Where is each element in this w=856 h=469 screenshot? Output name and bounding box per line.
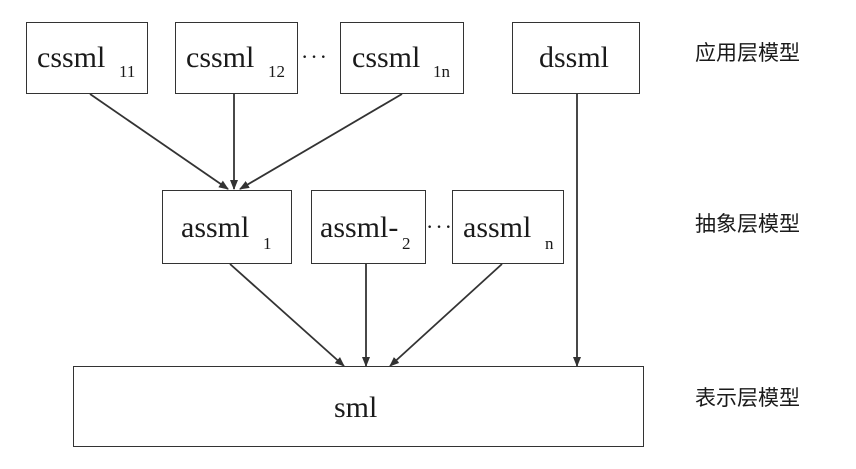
cssml-1n-box: cssml 1n <box>340 22 464 94</box>
cssml-12-box: cssml 12 <box>175 22 298 94</box>
presentation-layer-label: 表示层模型 <box>695 386 800 410</box>
dssml-label: dssml <box>539 41 610 74</box>
cssml-12-label: cssml <box>186 41 255 74</box>
assml-1-box: assml 1 <box>162 190 292 264</box>
cssml-12-subscript: 12 <box>268 62 285 81</box>
assml-2-label: assml- <box>320 211 399 244</box>
arrow-cssml11-to-assml1 <box>89 93 229 190</box>
arrow-cssml1n-to-assml1 <box>239 93 403 190</box>
abstract-ellipsis: ··· <box>426 214 454 239</box>
arrow-assmln-to-sml <box>389 263 503 367</box>
sml-label: sml <box>334 391 378 424</box>
sml-box: sml <box>73 366 644 447</box>
assml-2-subscript: 2 <box>402 234 411 253</box>
assml-n-subscript: n <box>545 234 554 253</box>
application-ellipsis: ··· <box>301 44 329 69</box>
assml-n-label: assml <box>463 211 532 244</box>
cssml-1n-subscript: 1n <box>433 62 450 81</box>
application-layer-label: 应用层模型 <box>695 41 800 65</box>
cssml-11-subscript: 11 <box>119 62 136 81</box>
cssml-11-label: cssml <box>37 41 106 74</box>
cssml-11-box: cssml 11 <box>26 22 148 94</box>
dssml-box: dssml <box>512 22 640 94</box>
assml-1-label: assml <box>181 211 250 244</box>
abstract-layer-label: 抽象层模型 <box>695 212 800 236</box>
cssml-1n-label: cssml <box>352 41 421 74</box>
assml-2-box: assml- 2 <box>311 190 426 264</box>
arrow-assml1-to-sml <box>229 263 345 367</box>
assml-1-subscript: 1 <box>263 234 272 253</box>
assml-n-box: assml n <box>452 190 564 264</box>
